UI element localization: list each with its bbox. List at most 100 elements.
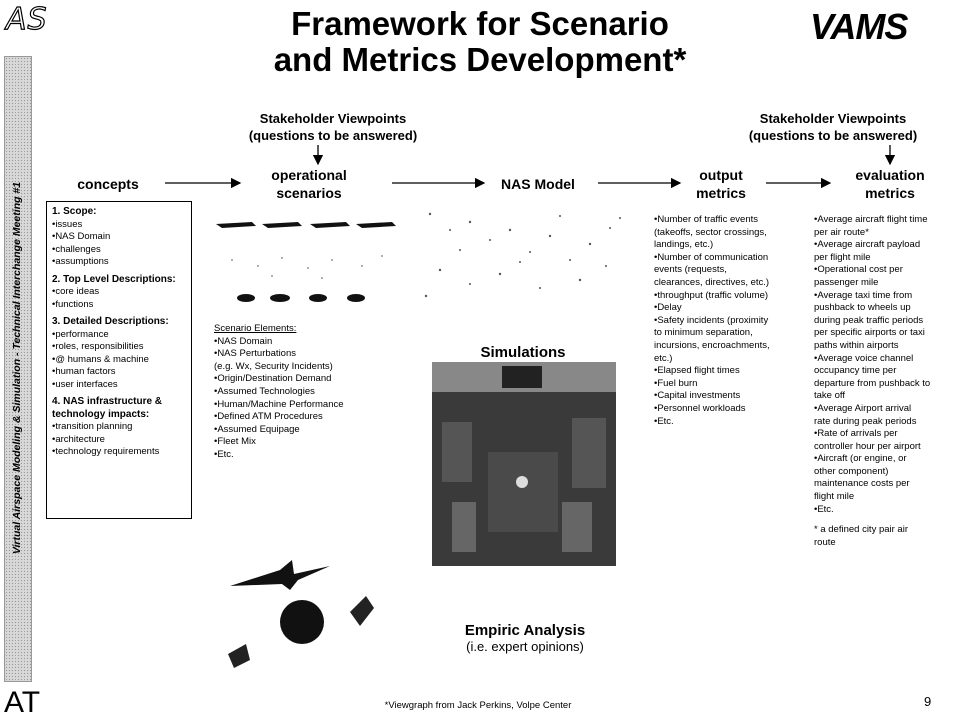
list-item: other component)	[814, 465, 889, 477]
list-item: events (requests,	[654, 264, 727, 276]
list-item: •Etc.	[654, 415, 674, 427]
list-item: (takeoffs, sector crossings,	[654, 226, 767, 238]
simulation-photo	[432, 362, 616, 566]
list-item: •Assumed Equipage	[214, 423, 300, 435]
empiric-graphic	[228, 560, 374, 668]
list-item: departure from pushback to	[814, 377, 931, 389]
vams-logo: VAMS	[810, 6, 908, 47]
output-metrics-list: •Number of traffic events (takeoffs, sec…	[654, 214, 804, 428]
stakeholder-viewpoints-right: Stakeholder Viewpoints (questions to be …	[716, 110, 950, 144]
list-item: •transition planning	[52, 421, 133, 432]
list-item: rate during peak periods	[814, 415, 917, 427]
list-item: •Capital investments	[654, 390, 741, 402]
scenario-elements-heading: Scenario Elements:	[214, 323, 297, 334]
list-item: etc.)	[654, 352, 673, 364]
list-item: clearances, directives, etc.)	[654, 276, 770, 288]
scope-heading: 1. Scope:	[52, 206, 97, 217]
list-item: •Average aircraft flight time	[814, 214, 928, 225]
satellite-dish-icon	[350, 596, 374, 626]
list-item: •NAS Perturbations	[214, 348, 297, 360]
empiric-title: Empiric Analysis	[464, 622, 586, 639]
list-item: to minimum separation,	[654, 327, 753, 339]
list-item: during peak traffic periods	[814, 314, 924, 326]
list-item: (e.g. Wx, Security Incidents)	[214, 360, 333, 372]
list-item: •Average taxi time from	[814, 289, 913, 301]
node-operational-line1: operational	[271, 167, 347, 183]
list-item: per specific airports or taxi	[814, 327, 925, 339]
list-item: occupancy time per	[814, 365, 897, 377]
empiric-subtitle: (i.e. expert opinions)	[466, 639, 584, 654]
list-item: •Origin/Destination Demand	[214, 373, 332, 385]
stakeholder-viewpoints-left: Stakeholder Viewpoints (questions to be …	[228, 110, 438, 144]
list-item: •Operational cost per	[814, 264, 903, 276]
list-item: •human factors	[52, 366, 116, 377]
scenario-aircraft-graphic	[216, 222, 396, 302]
list-item: per flight mile	[814, 251, 871, 263]
list-item: incursions, encroachments,	[654, 339, 770, 351]
stakeholder-left-line1: Stakeholder Viewpoints	[259, 111, 407, 126]
list-item: •Aircraft (or engine, or	[814, 453, 907, 465]
list-item: •architecture	[52, 433, 105, 445]
top-level-heading: 2. Top Level Descriptions:	[52, 273, 176, 285]
title-line-2: and Metrics Development*	[273, 41, 687, 78]
list-item: •Fleet Mix	[214, 436, 256, 448]
title-line-1: Framework for Scenario	[291, 5, 669, 42]
list-item: •functions	[52, 298, 94, 310]
simulations-label: Simulations	[480, 344, 566, 361]
as-logo: AS	[5, 1, 48, 37]
list-item: •Average aircraft payload	[814, 239, 921, 251]
nas-map-graphic	[424, 212, 621, 298]
simulation-scene	[432, 362, 616, 566]
infrastructure-heading: 4. NAS infrastructure & technology impac…	[52, 396, 163, 420]
concepts-box: 1. Scope: •issues •NAS Domain •challenge…	[46, 201, 192, 519]
detailed-heading: 3. Detailed Descriptions:	[52, 316, 169, 327]
scenario-elements: Scenario Elements: •NAS Domain •NAS Pert…	[214, 323, 414, 462]
evaluation-metrics-list: •Average aircraft flight time per air ro…	[814, 214, 954, 549]
list-item: •Average voice channel	[814, 352, 914, 364]
node-output-line2: metrics	[696, 185, 746, 201]
footer-credit: *Viewgraph from Jack Perkins, Volpe Cent…	[384, 700, 572, 711]
list-item: •technology requirements	[52, 446, 160, 457]
empiric-analysis: Empiric Analysis (i.e. expert opinions)	[440, 622, 610, 654]
list-item: •Number of communication	[654, 251, 769, 263]
list-item: •Etc.	[814, 503, 834, 515]
list-item: •Delay	[654, 302, 682, 314]
list-item: •Etc.	[214, 448, 234, 460]
node-evaluation-line1: evaluation	[855, 167, 925, 183]
page-number: 9	[924, 694, 932, 709]
list-item: •challenges	[52, 243, 101, 255]
list-item: flight mile	[814, 491, 855, 503]
list-item: •throughput (traffic volume)	[654, 289, 769, 301]
aircraft-icon	[230, 560, 330, 590]
list-item: paths within airports	[814, 339, 899, 351]
footnote-line2: route	[814, 536, 836, 548]
globe-icon	[280, 600, 324, 644]
list-item: controller hour per airport	[814, 440, 921, 452]
stakeholder-right-line2: (questions to be answered)	[748, 128, 918, 143]
radar-icon	[228, 644, 250, 668]
node-operational-line2: scenarios	[276, 185, 342, 201]
node-output-line1: output	[699, 167, 743, 183]
list-item: •performance	[52, 328, 109, 340]
list-item: •Elapsed flight times	[654, 365, 740, 377]
list-item: •NAS Domain	[214, 335, 273, 347]
list-item: •core ideas	[52, 286, 100, 297]
list-item: per air route*	[814, 226, 869, 238]
list-item: landings, etc.)	[654, 239, 714, 251]
list-item: •Human/Machine Performance	[214, 398, 344, 410]
page-title: Framework for Scenario and Metrics Devel…	[170, 6, 790, 78]
list-item: •@ humans & machine	[52, 353, 149, 365]
node-nas-model: NAS Model	[501, 176, 575, 192]
list-item: •Rate of arrivals per	[814, 428, 898, 440]
node-evaluation-metrics: evaluation metrics	[840, 166, 940, 202]
stakeholder-right-line1: Stakeholder Viewpoints	[759, 111, 907, 126]
node-evaluation-line2: metrics	[865, 185, 915, 201]
list-item: pushback to wheels up	[814, 302, 911, 314]
node-operational-scenarios: operational scenarios	[244, 166, 374, 202]
list-item: maintenance costs per	[814, 478, 910, 490]
stakeholder-left-line2: (questions to be answered)	[248, 128, 418, 143]
sidebar-banner	[4, 56, 32, 682]
list-item: •Number of traffic events	[654, 214, 758, 225]
at-logo: AT	[4, 686, 41, 719]
